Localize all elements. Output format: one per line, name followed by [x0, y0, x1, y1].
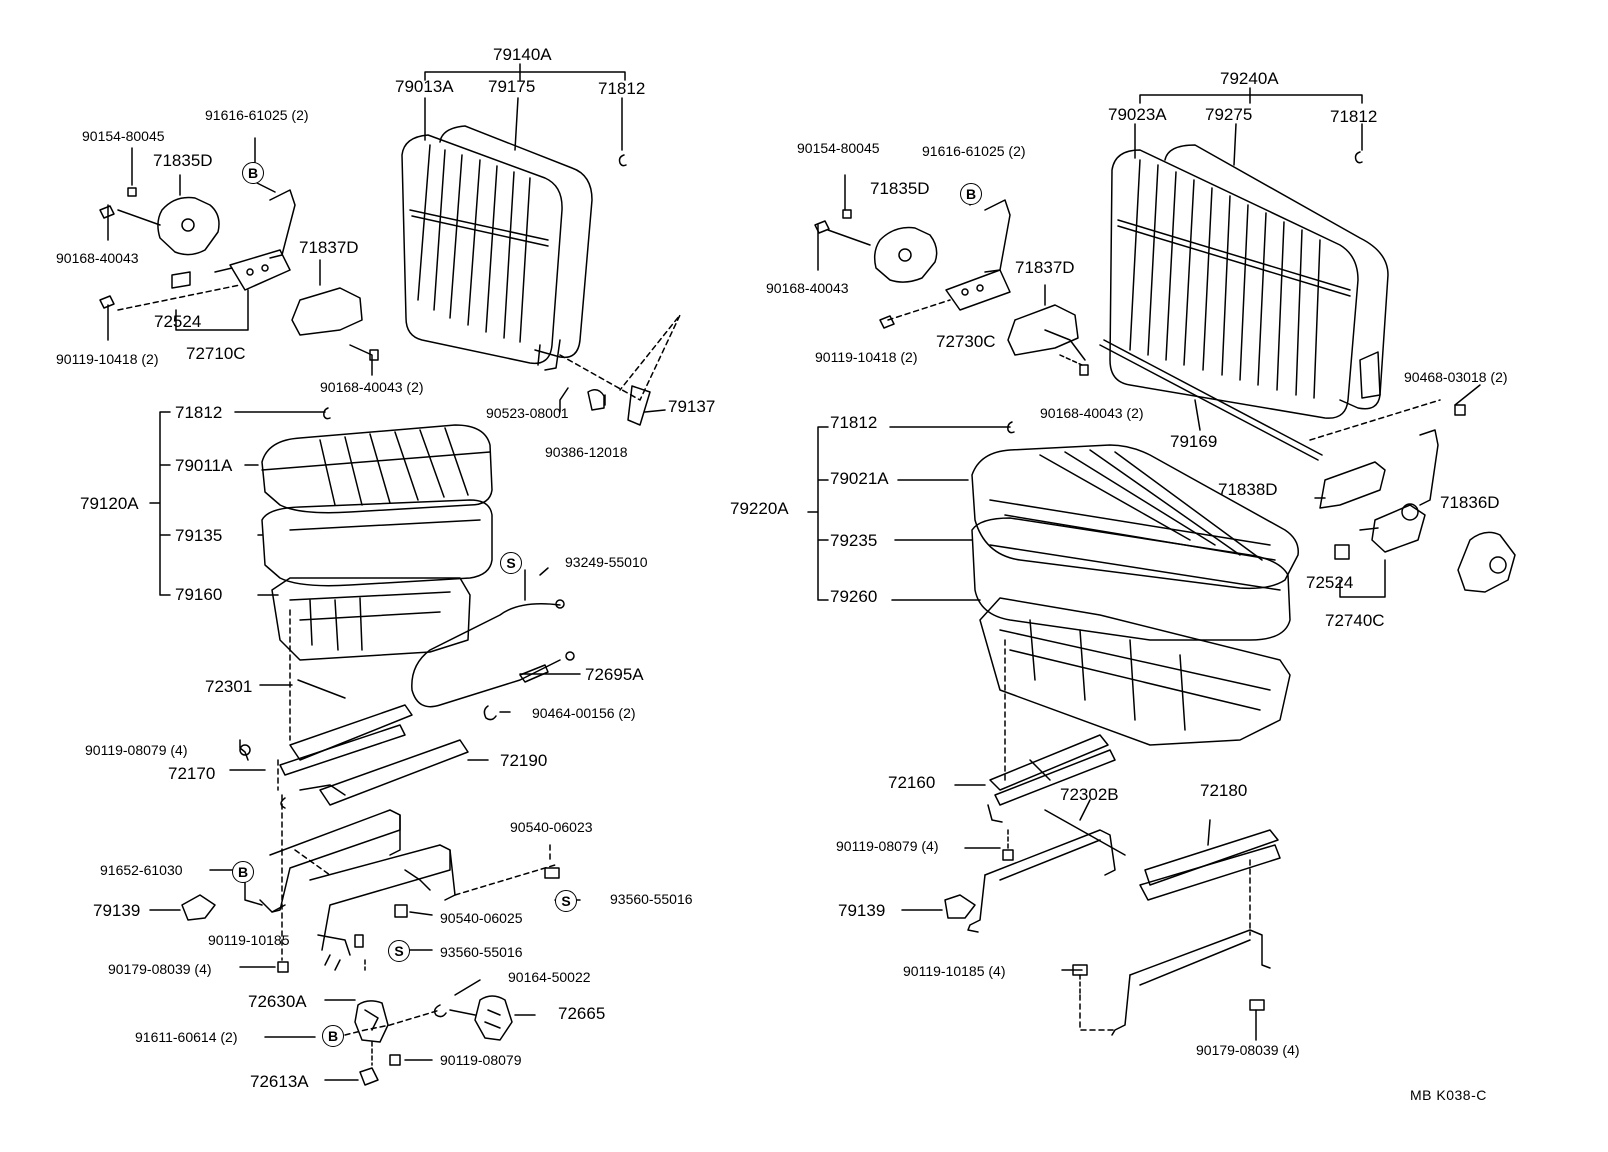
part-label-90119-10418-r: 90119-10418 (2) [815, 349, 918, 365]
part-label-79135: 79135 [175, 526, 223, 545]
part-label-79137: 79137 [668, 397, 716, 416]
part-label-72613A: 72613A [250, 1072, 309, 1091]
part-label-79260: 79260 [830, 587, 878, 606]
part-label-79240A: 79240A [1220, 69, 1279, 88]
part-label-72180: 72180 [1200, 781, 1248, 800]
part-label-79021A: 79021A [830, 469, 889, 488]
part-label-71812-r: 71812 [1330, 107, 1378, 126]
part-label-72740C: 72740C [1325, 611, 1385, 630]
part-label-71837D-r: 71837D [1015, 258, 1075, 277]
part-label-90119-08079: 90119-08079 [440, 1052, 522, 1068]
part-label-72710C: 72710C [186, 344, 246, 363]
part-label-91652-61030: 91652-61030 [100, 862, 183, 878]
part-label-90540-06025: 90540-06025 [440, 910, 523, 926]
part-label-71835D-r: 71835D [870, 179, 930, 198]
part-label-79235: 79235 [830, 531, 878, 550]
marker-b: B [232, 861, 254, 883]
part-label-90523-08001: 90523-08001 [486, 405, 569, 421]
part-label-90119-10418: 90119-10418 (2) [56, 351, 159, 367]
part-label-90119-10185: 90119-10185 [208, 932, 290, 948]
part-label-90168-40043-r2: 90168-40043 (2) [1040, 405, 1144, 421]
part-label-71837D: 71837D [299, 238, 359, 257]
part-label-90119-08079-4: 90119-08079 (4) [85, 742, 188, 758]
part-label-90154-80045-r: 90154-80045 [797, 140, 880, 156]
part-label-72190: 72190 [500, 751, 548, 770]
part-label-90119-10185-r: 90119-10185 (4) [903, 963, 1006, 979]
part-label-90164-50022: 90164-50022 [508, 969, 591, 985]
part-label-90464-00156: 90464-00156 (2) [532, 705, 636, 721]
part-label-90154-80045: 90154-80045 [82, 128, 165, 144]
marker-s: S [388, 940, 410, 962]
diagram-code: MB K038-C [1410, 1087, 1487, 1103]
part-label-90179-08039-r: 90179-08039 (4) [1196, 1042, 1300, 1058]
part-label-72524: 72524 [154, 312, 202, 331]
left-adjuster-drawing [229, 567, 581, 851]
part-label-72302B: 72302B [1060, 785, 1119, 804]
part-label-93249-55010: 93249-55010 [565, 554, 648, 570]
part-label-71812-seat: 71812 [175, 403, 223, 422]
left-seat-cushion-drawing [149, 407, 493, 661]
part-label-71835D: 71835D [153, 151, 213, 170]
right-hinge-parts [1099, 339, 1516, 598]
part-label-90540-06023: 90540-06023 [510, 819, 593, 835]
part-label-71812: 71812 [598, 79, 646, 98]
part-label-91616-61025-r: 91616-61025 (2) [922, 143, 1026, 159]
part-label-72730C: 72730C [936, 332, 996, 351]
part-label-91616-61025: 91616-61025 (2) [205, 107, 309, 123]
right-seatback-drawing [1109, 87, 1389, 419]
part-label-71812-rseat: 71812 [830, 413, 878, 432]
part-label-72524-r: 72524 [1306, 573, 1354, 592]
part-label-72630A: 72630A [248, 992, 307, 1011]
left-lower-parts [264, 979, 536, 1086]
part-label-79139: 79139 [93, 901, 141, 920]
part-label-72665: 72665 [558, 1004, 606, 1023]
part-label-90168-40043-2: 90168-40043 (2) [320, 379, 424, 395]
part-label-72160: 72160 [888, 773, 936, 792]
part-label-90168-40043-r: 90168-40043 [766, 280, 849, 296]
right-base-frame-drawing [901, 829, 1271, 1041]
part-label-79011A: 79011A [175, 456, 233, 475]
part-label-79140A: 79140A [493, 45, 552, 64]
part-label-71836D: 71836D [1440, 493, 1500, 512]
part-label-71838D: 71838D [1218, 480, 1278, 499]
part-label-79169: 79169 [1170, 432, 1218, 451]
part-label-90386-12018: 90386-12018 [545, 444, 628, 460]
part-label-79275: 79275 [1205, 105, 1253, 124]
part-label-90168-40043: 90168-40043 [56, 250, 139, 266]
marker-s: S [500, 552, 522, 574]
part-label-93560-55016: 93560-55016 [610, 891, 693, 907]
right-recliner-parts [814, 174, 1089, 376]
part-label-79220A: 79220A [730, 499, 789, 518]
part-label-79013A: 79013A [395, 77, 454, 96]
part-label-72170: 72170 [168, 764, 216, 783]
left-recliner-parts [99, 187, 651, 426]
part-label-79160: 79160 [175, 585, 223, 604]
part-label-90468-03018: 90468-03018 (2) [1404, 369, 1508, 385]
marker-b: B [960, 183, 982, 205]
part-label-90179-08039: 90179-08039 (4) [108, 961, 212, 977]
left-top-leaders [107, 137, 681, 413]
part-label-79120A: 79120A [80, 494, 139, 513]
part-label-91611-60614: 91611-60614 (2) [135, 1029, 238, 1045]
left-seatback-drawing [401, 63, 627, 371]
part-label-79175: 79175 [488, 77, 536, 96]
part-label-79139-r: 79139 [838, 901, 886, 920]
part-label-72301: 72301 [205, 677, 253, 696]
marker-s: S [555, 890, 577, 912]
part-label-79023A: 79023A [1108, 105, 1167, 124]
marker-b: B [322, 1025, 344, 1047]
right-seat-cushion-drawing [807, 421, 1299, 746]
marker-b: B [242, 162, 264, 184]
part-label-72695A: 72695A [585, 665, 644, 684]
part-label-90119-08079-r: 90119-08079 (4) [836, 838, 939, 854]
part-label-93560-55016-2: 93560-55016 [440, 944, 523, 960]
